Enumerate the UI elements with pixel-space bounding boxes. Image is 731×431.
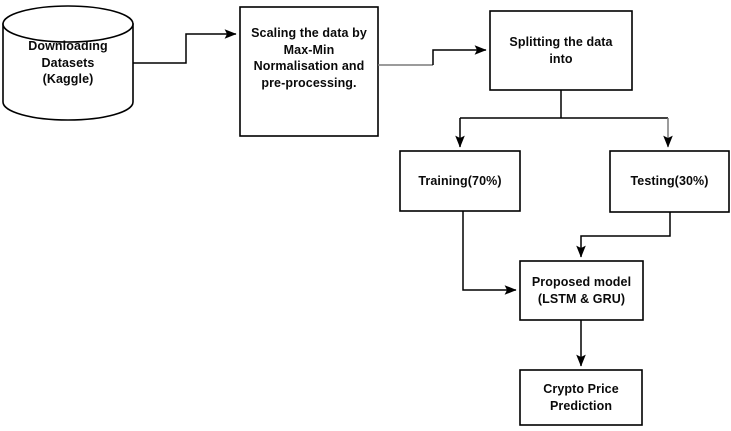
edge-scaling-to-splitting: [432, 45, 487, 65]
edge-training-to-model: [462, 211, 517, 295]
node-hit-splitting-data[interactable]: [490, 11, 632, 90]
node-training-split[interactable]: [399, 150, 521, 212]
node-hit-scaling-data[interactable]: [240, 7, 378, 136]
node-hit-testing-split[interactable]: [610, 151, 729, 212]
edge-testing-to-model: [576, 212, 671, 258]
node-hit-proposed-model[interactable]: [520, 261, 643, 320]
node-downloading-datasets[interactable]: [2, 5, 134, 121]
node-scaling-data[interactable]: [239, 6, 379, 137]
node-proposed-model[interactable]: [519, 260, 644, 321]
node-splitting-data[interactable]: [489, 10, 633, 91]
edge-datasets-to-scaling: [133, 29, 237, 64]
node-hit-crypto-price-prediction[interactable]: [520, 370, 642, 425]
node-crypto-price-prediction[interactable]: [519, 369, 643, 426]
node-hit-training-split[interactable]: [400, 151, 520, 211]
node-hit-downloading-datasets[interactable]: [3, 6, 133, 120]
